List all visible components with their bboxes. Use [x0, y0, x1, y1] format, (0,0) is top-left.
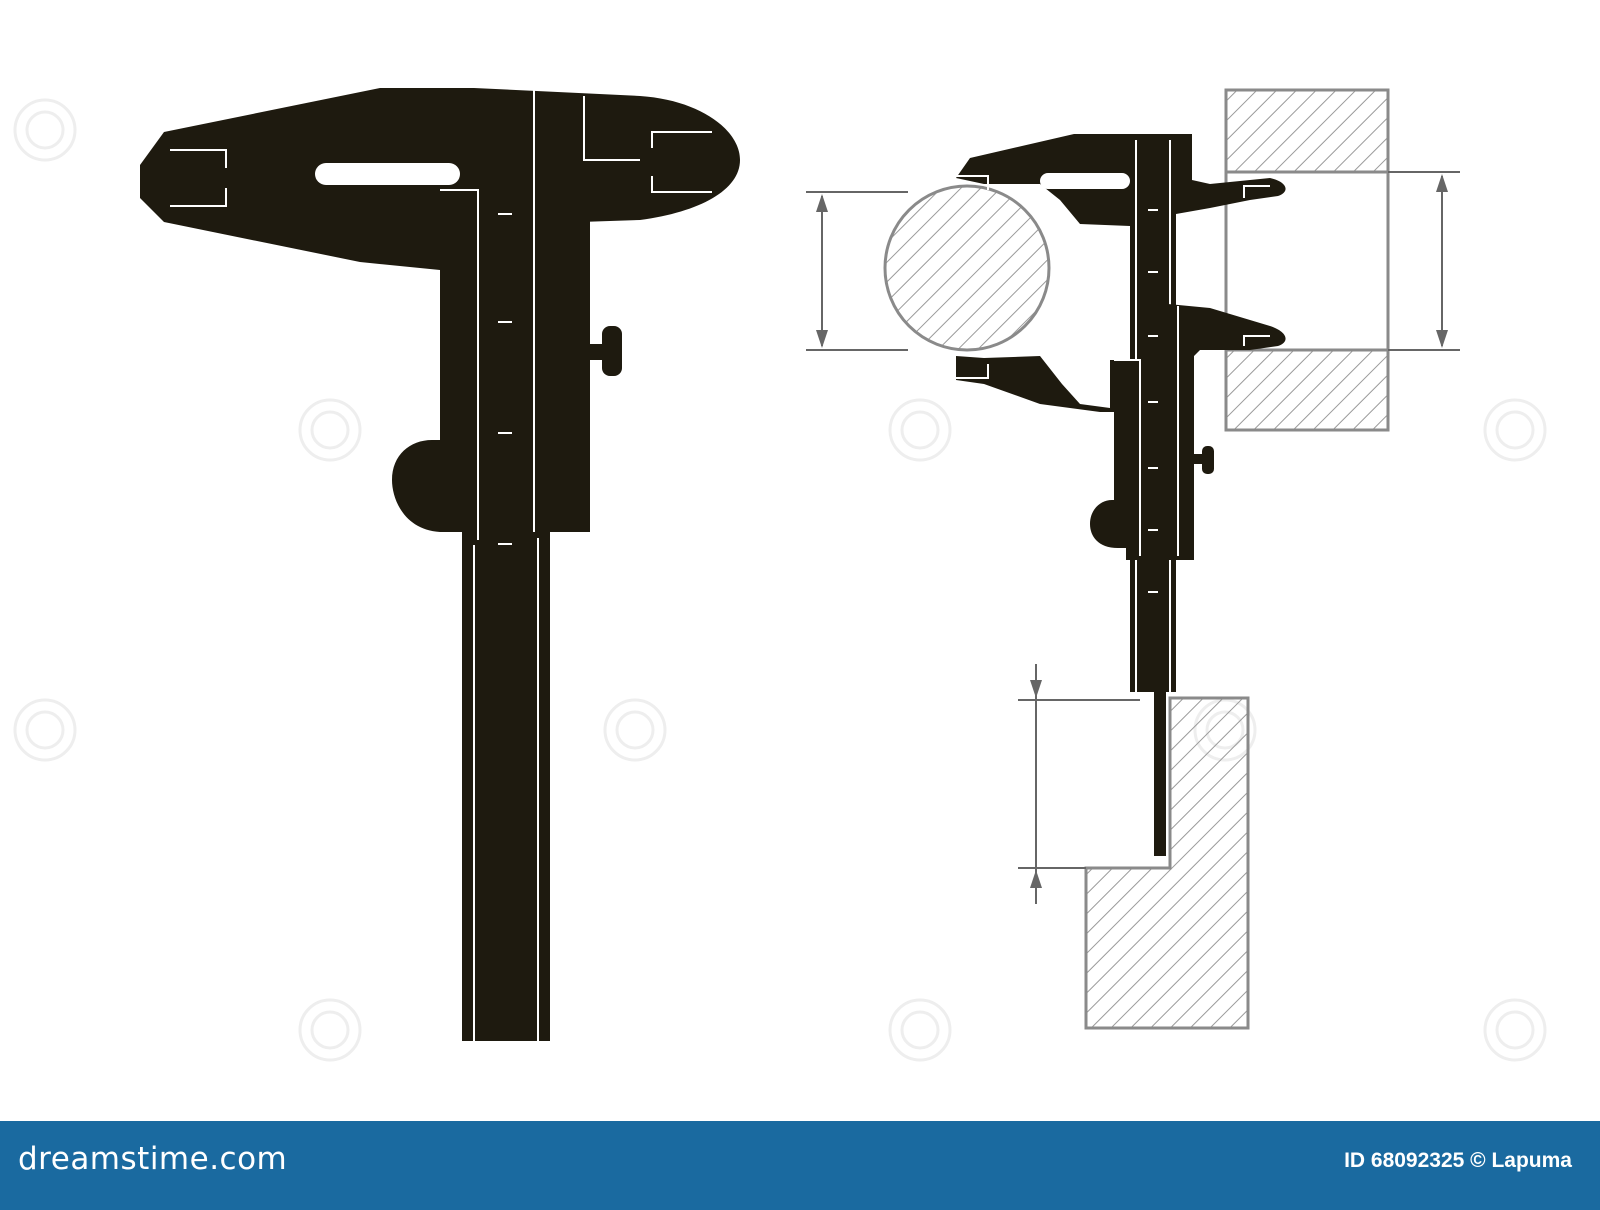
caliper-scale-marks	[498, 213, 512, 545]
brand-logo-text[interactable]: dreamstime.com	[18, 1141, 288, 1177]
inner-workpiece-bottom	[1224, 348, 1390, 432]
caliper-slider	[392, 190, 590, 545]
dimension-outer-diameter	[806, 191, 908, 351]
watermark-group	[13, 98, 1547, 1062]
depth-rod	[1154, 692, 1166, 856]
dimension-depth	[1018, 664, 1140, 904]
caliper-diagram	[13, 88, 1547, 1062]
caliper-fixed-jaw	[140, 88, 474, 270]
locking-screw-right-icon	[1192, 446, 1214, 474]
image-credit: ID 68092325 © Lapuma	[1344, 1149, 1572, 1172]
locking-screw-icon	[588, 326, 622, 376]
caliper-measurement-views	[806, 88, 1460, 1030]
footer-bar: dreamstime.com ID 68092325 © Lapuma	[0, 1121, 1600, 1210]
round-workpiece	[883, 184, 1051, 352]
caliper-right-inner-jaw-upper	[1176, 134, 1286, 214]
caliper-right-slider	[956, 304, 1286, 560]
dimension-inner-diameter	[1388, 171, 1460, 351]
vernier-caliper-full-view	[140, 88, 740, 1041]
step-workpiece	[1084, 696, 1250, 1030]
inner-workpiece-top	[1224, 88, 1390, 174]
caliper-main-beam	[462, 531, 550, 1041]
caliper-right-scale-marks	[1148, 209, 1158, 593]
